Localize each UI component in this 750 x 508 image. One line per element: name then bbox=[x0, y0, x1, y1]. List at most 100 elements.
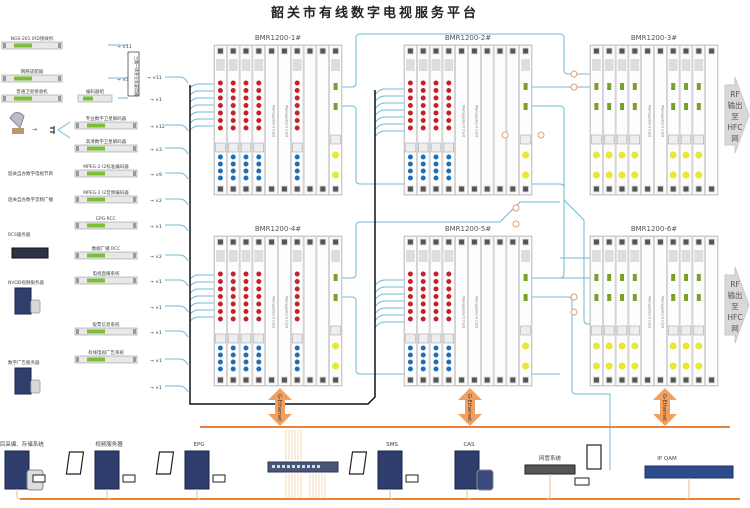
slot-rf bbox=[692, 236, 706, 386]
slot-mgmt: Management Card bbox=[654, 45, 667, 195]
device-label: 股票信息系统 bbox=[93, 321, 120, 328]
switch-port bbox=[307, 465, 310, 468]
screw-top bbox=[618, 238, 626, 246]
slot-frame bbox=[265, 45, 278, 195]
asi-port-blue bbox=[242, 351, 250, 359]
slot-asi bbox=[214, 236, 227, 386]
splitter-lines bbox=[57, 121, 71, 139]
asi-port-red bbox=[242, 300, 250, 308]
asi-port-red bbox=[432, 270, 440, 278]
rack-unit bbox=[74, 327, 138, 336]
device-label: MPEG-2 I2音频编码器 bbox=[83, 189, 129, 196]
vent-grille bbox=[630, 59, 640, 71]
slot-frame bbox=[679, 45, 693, 195]
asi-port-red bbox=[255, 278, 263, 285]
mux-box-count: → ×11 bbox=[147, 75, 162, 81]
rf-output-label: RF bbox=[730, 90, 740, 99]
asi-port-red bbox=[229, 109, 237, 117]
switch-port bbox=[272, 465, 275, 468]
screw-bottom bbox=[406, 376, 414, 384]
channel-count: → ×2 bbox=[150, 254, 162, 260]
monitor-icon bbox=[586, 444, 602, 470]
screw-bottom bbox=[216, 185, 224, 193]
screw-bottom bbox=[432, 185, 440, 193]
slot-rf bbox=[628, 236, 642, 386]
vent-grille bbox=[668, 250, 678, 262]
screw-top bbox=[319, 238, 327, 246]
asi-port-red bbox=[419, 94, 427, 102]
asi-port-red bbox=[216, 300, 224, 308]
asi-port-red bbox=[216, 109, 224, 117]
screw-bottom bbox=[695, 376, 703, 384]
asi-port-red bbox=[406, 94, 414, 102]
input-cable bbox=[165, 358, 189, 366]
asi-port-blue bbox=[406, 160, 414, 168]
rf-port bbox=[618, 342, 626, 350]
slot-frame bbox=[666, 45, 680, 195]
rack-handle bbox=[58, 43, 61, 48]
screw-top bbox=[470, 47, 478, 55]
screw-bottom bbox=[605, 185, 613, 193]
input-device-1: NGS-201 IRD接收机→ ×11 bbox=[1, 35, 132, 50]
asi-port-blue bbox=[229, 174, 237, 182]
asi-port-red bbox=[293, 270, 301, 278]
asi-port-red bbox=[216, 79, 224, 87]
asi-port-red bbox=[406, 117, 414, 124]
screw-top bbox=[242, 238, 250, 246]
link bbox=[342, 33, 590, 88]
rf-port bbox=[332, 151, 340, 159]
channel-count: → ×1 bbox=[150, 224, 162, 230]
rack-handle bbox=[133, 171, 136, 176]
slot-blank bbox=[506, 45, 519, 195]
input-cable bbox=[165, 279, 189, 287]
led-indicator bbox=[684, 103, 688, 110]
screw-bottom bbox=[306, 185, 314, 193]
fanout-cable bbox=[374, 307, 405, 315]
device-label: 网络适配器 bbox=[21, 68, 44, 75]
port-panel bbox=[330, 325, 341, 336]
asi-port-red bbox=[293, 285, 301, 293]
port-panel bbox=[629, 134, 640, 145]
fanout-cable bbox=[189, 295, 215, 301]
storage-unit bbox=[476, 469, 494, 491]
slot-frame bbox=[493, 45, 507, 195]
rack-unit bbox=[77, 94, 113, 103]
system-uplink bbox=[685, 478, 690, 500]
asi-port-red bbox=[229, 79, 237, 87]
slot-rf bbox=[679, 236, 693, 386]
vent-grille bbox=[431, 59, 441, 71]
fanout-cable bbox=[189, 274, 215, 280]
port-panel bbox=[668, 134, 679, 145]
asi-port-red bbox=[419, 293, 427, 300]
switch-port bbox=[302, 465, 305, 468]
chassis-label: BMR1200-6# bbox=[631, 225, 677, 233]
port-panel bbox=[292, 142, 303, 153]
dish-shape bbox=[9, 112, 25, 129]
mux-box-label: 三路一体多业务复用器 bbox=[134, 56, 140, 96]
screw-bottom bbox=[669, 185, 677, 193]
screw-bottom bbox=[293, 185, 301, 193]
screw-bottom bbox=[458, 376, 466, 384]
fanout-cable bbox=[189, 83, 215, 89]
rf-port bbox=[605, 151, 613, 159]
asi-port-blue bbox=[242, 153, 250, 161]
led-indicator bbox=[523, 103, 528, 110]
rack-handle bbox=[58, 76, 61, 81]
screw-top bbox=[332, 238, 340, 246]
asi-port-red bbox=[242, 79, 250, 87]
slot-frame bbox=[666, 236, 680, 386]
keyboard-icon bbox=[212, 474, 226, 483]
management-card-label: Management Card bbox=[474, 105, 478, 137]
asi-port-red bbox=[432, 94, 440, 102]
asi-port-red bbox=[445, 300, 453, 308]
screw-bottom bbox=[445, 376, 453, 384]
asi-port-red bbox=[445, 293, 453, 300]
screw-bottom bbox=[242, 185, 250, 193]
asi-port-blue bbox=[406, 365, 414, 373]
channel-count: → ×3 bbox=[150, 147, 162, 153]
gigabit-label: G-Ethernet bbox=[276, 394, 282, 421]
led-indicator bbox=[523, 274, 528, 281]
monitor-icon bbox=[155, 451, 175, 475]
